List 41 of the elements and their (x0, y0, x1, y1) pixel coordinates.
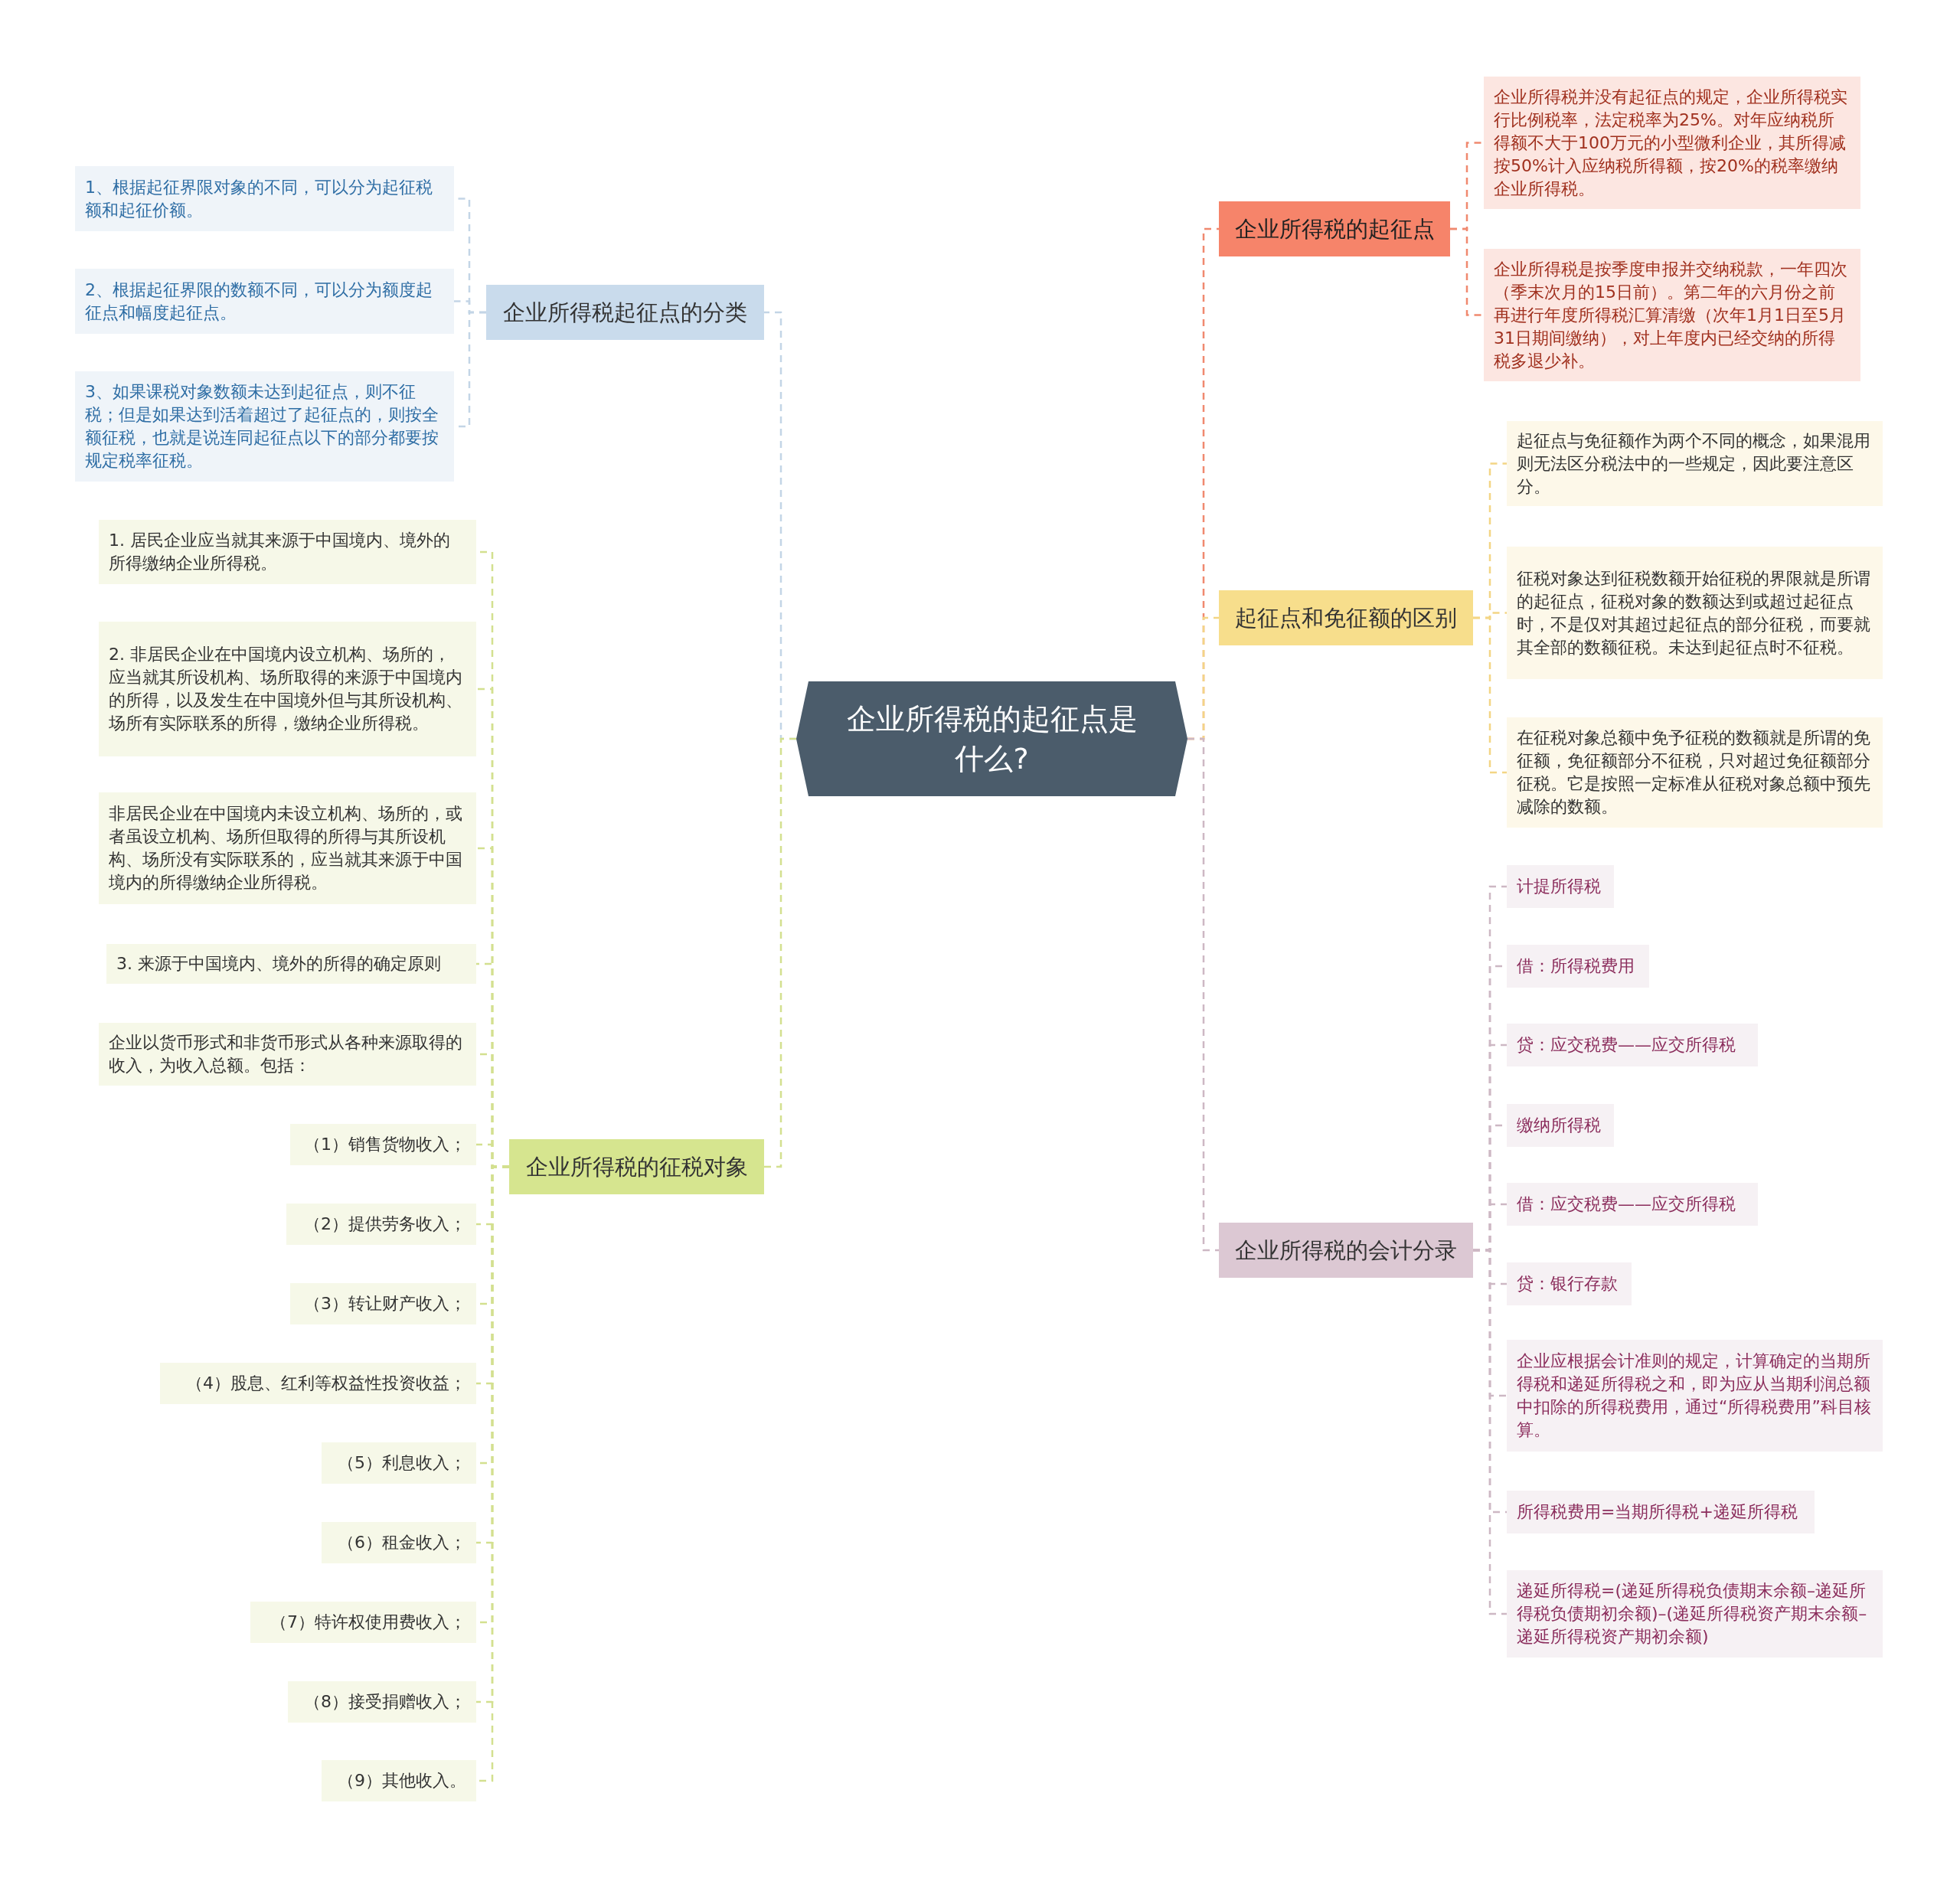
subtopic-box: 3、如果课税对象数额未达到起征点，则不征税；但是如果达到活着超过了起征点的，则按全额征税，也就是说连同起征点以下的部分都要按规定税率征税。 (75, 371, 454, 482)
subtopic-box: 3. 来源于中国境内、境外的所得的确定原则 (106, 944, 476, 984)
subtopic-box: 借：应交税费——应交所得税 (1507, 1183, 1758, 1226)
subtopic-box: 贷：银行存款 (1507, 1262, 1632, 1305)
connector-line (764, 737, 796, 1168)
subtopic-box: （4）股息、红利等权益性投资收益； (160, 1363, 476, 1404)
subtopic-box: 缴纳所得税 (1507, 1104, 1614, 1147)
subtopic-box: 所得税费用=当期所得税+递延所得税 (1507, 1491, 1815, 1533)
connector-line (1450, 227, 1484, 316)
branch-topic: 企业所得税的征税对象 (509, 1139, 764, 1194)
subtopic-box: （3）转让财产收入； (290, 1283, 476, 1324)
subtopic-box: （1）销售货物收入； (290, 1124, 476, 1165)
subtopic-box: 借：所得税费用 (1507, 945, 1649, 988)
subtopic-box: （2）提供劳务收入； (286, 1204, 476, 1245)
subtopic-box: 企业所得税是按季度申报并交纳税款，一年四次（季末次月的15日前）。第二年的六月份之前再进行年度所得税汇算清缴（次年1月1日至5月31日期间缴纳），对上年度内已经交纳的所得税多退少补。 (1484, 249, 1860, 381)
connector-line (1187, 737, 1219, 1252)
branch-topic: 企业所得税的会计分录 (1219, 1223, 1473, 1278)
subtopic-box: 起征点与免征额作为两个不同的概念，如果混用则无法区分税法中的一些规定，因此要注意区分。 (1507, 421, 1883, 506)
subtopic-box: 1、根据起征界限对象的不同，可以分为起征税额和起征价额。 (75, 166, 454, 231)
branch-topic: 起征点和免征额的区别 (1219, 590, 1473, 645)
subtopic-box: 1. 居民企业应当就其来源于中国境内、境外的所得缴纳企业所得税。 (99, 520, 476, 584)
subtopic-box: 2. 非居民企业在中国境内设立机构、场所的，应当就其所设机构、场所取得的来源于中国境内的所得，以及发生在中国境外但与其所设机构、场所有实际联系的所得，缴纳企业所得税。 (99, 622, 476, 756)
subtopic-box: 企业以货币形式和非货币形式从各种来源取得的收入，为收入总额。包括： (99, 1023, 476, 1086)
subtopic-box: 在征税对象总额中免予征税的数额就是所谓的免征额，免征额部分不征税，只对超过免征额部分征税。它是按照一定标准从征税对象总额中预先减除的数额。 (1507, 717, 1883, 828)
subtopic-box: （8）接受捐赠收入； (288, 1681, 476, 1723)
subtopic-box: 递延所得税=(递延所得税负债期末余额–递延所得税负债期初余额)–(递延所得税资产期末余额–递延所得税资产期初余额) (1507, 1570, 1883, 1658)
subtopic-box: （5）利息收入； (322, 1442, 476, 1484)
subtopic-box: 贷：应交税费——应交所得税 (1507, 1024, 1758, 1066)
subtopic-box: （9）其他收入。 (322, 1760, 476, 1801)
subtopic-box: 2、根据起征界限的数额不同，可以分为额度起征点和幅度起征点。 (75, 269, 454, 334)
subtopic-box: 企业应根据会计准则的规定，计算确定的当期所得税和递延所得税之和，即为应从当期利润总额中扣除的所得税费用，通过“所得税费用”科目核算。 (1507, 1340, 1883, 1452)
branch-topic: 企业所得税的起征点 (1219, 201, 1450, 256)
connector-line (1473, 616, 1507, 774)
subtopic-box: 企业所得税并没有起征点的规定，企业所得税实行比例税率，法定税率为25%。对年应纳税所得额不大于100万元的小型微利企业，其所得减按50%计入应纳税所得额，按20%的税率缴纳企业所得税。 (1484, 77, 1860, 209)
subtopic-box: 计提所得税 (1507, 865, 1614, 908)
subtopic-box: （6）租金收入； (322, 1522, 476, 1563)
subtopic-box: 非居民企业在中国境内未设立机构、场所的，或者虽设立机构、场所但取得的所得与其所设机构、场所没有实际联系的，应当就其来源于中国境内的所得缴纳企业所得税。 (99, 792, 476, 904)
central-topic: 企业所得税的起征点是什么? (796, 681, 1187, 796)
subtopic-box: （7）特许权使用费收入； (250, 1602, 476, 1643)
subtopic-box: 征税对象达到征税数额开始征税的界限就是所谓的起征点，征税对象的数额达到或超过起征点时，不是仅对其超过起征点的部分征税，而要就其全部的数额征税。未达到起征点时不征税。 (1507, 547, 1883, 679)
branch-topic: 企业所得税起征点的分类 (486, 285, 764, 340)
